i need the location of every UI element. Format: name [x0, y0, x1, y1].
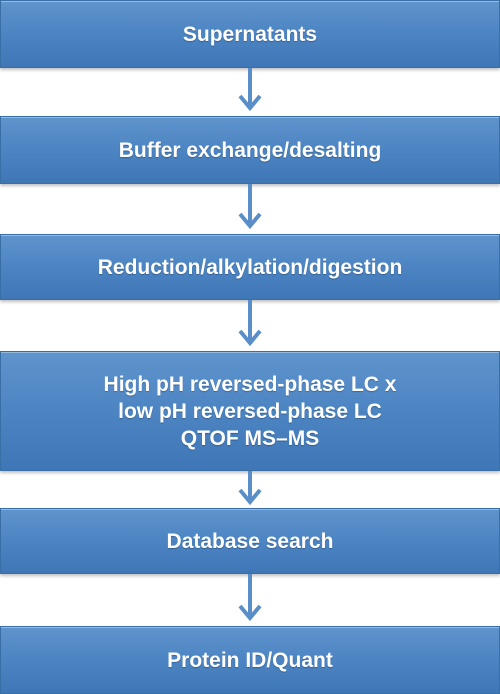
step-protein-id-quant: Protein ID/Quant — [0, 626, 500, 694]
step-label: High pH reversed-phase LC x low pH rever… — [103, 372, 397, 450]
step-label: Protein ID/Quant — [167, 648, 333, 672]
arrow-down-icon — [238, 574, 262, 622]
step-buffer-exchange: Buffer exchange/desalting — [0, 116, 500, 184]
step-supernatants: Supernatants — [0, 0, 500, 68]
arrow-down-icon — [238, 300, 262, 347]
step-reduction-alkylation-digestion: Reduction/alkylation/digestion — [0, 234, 500, 300]
arrow-down-icon — [238, 68, 262, 112]
step-database-search: Database search — [0, 508, 500, 574]
step-label: Reduction/alkylation/digestion — [97, 255, 403, 279]
step-lc-ms: High pH reversed-phase LC x low pH rever… — [0, 351, 500, 471]
arrow-down-icon — [238, 184, 262, 230]
step-label: Database search — [166, 529, 334, 553]
arrow-down-icon — [238, 471, 262, 506]
step-label: Buffer exchange/desalting — [118, 138, 382, 162]
step-label: Supernatants — [182, 22, 318, 46]
